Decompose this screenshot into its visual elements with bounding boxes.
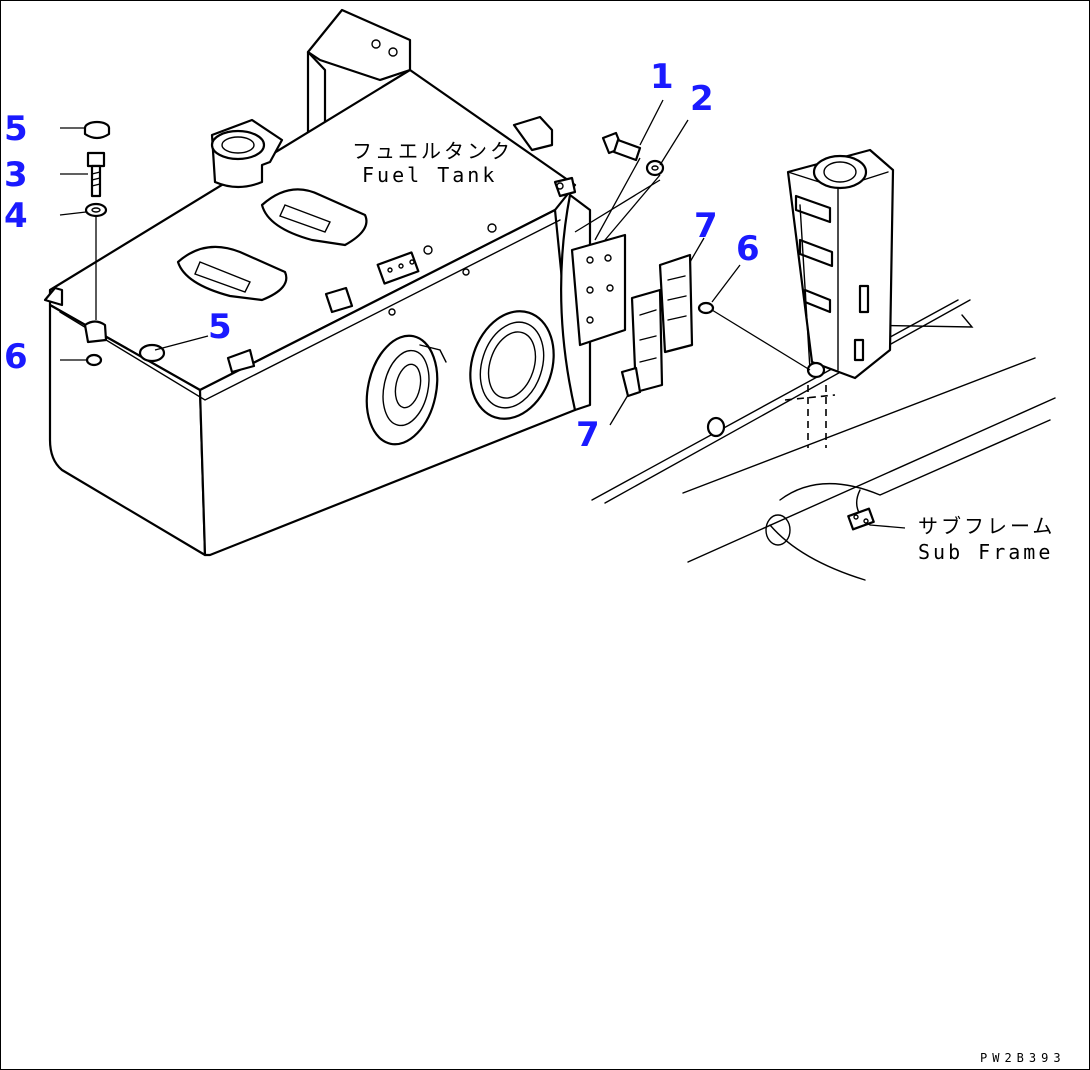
sub-frame-label-en: Sub Frame — [918, 540, 1053, 564]
callout-6-left: 6 — [4, 337, 28, 377]
sub-frame-label-jp: サブフレーム — [918, 514, 1055, 538]
leader-lines — [59, 99, 906, 529]
fuel-tank — [43, 8, 627, 557]
sub-frame — [591, 299, 1056, 581]
callout-7-bottom: 7 — [576, 415, 600, 455]
callout-2: 2 — [690, 79, 714, 119]
callout-7-top: 7 — [694, 206, 718, 246]
drawing-code: PW2B393 — [980, 1051, 1066, 1065]
callout-5-tank: 5 — [208, 307, 232, 347]
callout-3: 3 — [4, 155, 28, 195]
clamp-plates — [620, 253, 694, 398]
callout-1: 1 — [650, 57, 674, 97]
callout-5-top: 5 — [4, 109, 28, 149]
bracket-post — [784, 148, 895, 448]
callout-numbers: 1 2 3 4 5 5 6 6 7 7 — [4, 57, 760, 455]
callout-6-right: 6 — [736, 229, 760, 269]
callout-4: 4 — [4, 196, 28, 236]
loose-parts — [83, 120, 715, 367]
fuel-tank-label-en: Fuel Tank — [362, 163, 497, 187]
fuel-tank-label-jp: フュエルタンク — [352, 139, 513, 163]
